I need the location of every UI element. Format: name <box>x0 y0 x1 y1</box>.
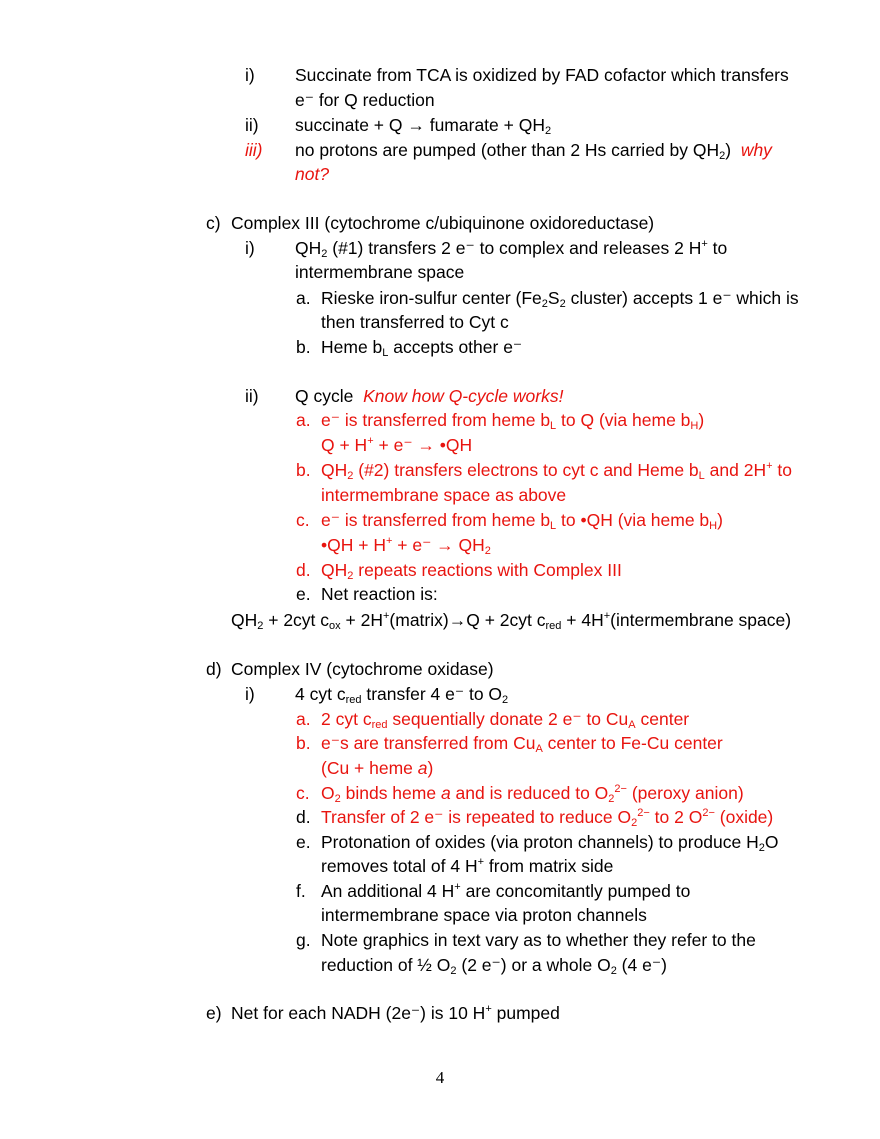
text-line: Protonation of oxides (via proton channe… <box>321 832 779 854</box>
list-marker: g. <box>296 930 311 950</box>
list-marker: ii) <box>245 386 259 406</box>
list-marker: iii) <box>245 140 263 160</box>
text-line: Q cycle Know how Q-cycle works! <box>295 386 564 406</box>
text-line: e⁻s are transferred from CuA center to F… <box>321 733 723 755</box>
text-line: reduction of ½ O2 (2 e⁻) or a whole O2 (… <box>321 955 667 977</box>
equation-line: •QH + H+ + e⁻ → QH2 <box>321 535 491 557</box>
question-note: why <box>740 140 772 160</box>
text-line: Succinate from TCA is oxidized by FAD co… <box>295 65 789 85</box>
emphasis-note: Know how Q-cycle works! <box>363 386 564 406</box>
net-reaction-equation: QH2 + 2cyt cox + 2H+(matrix)→Q + 2cyt cr… <box>231 610 792 632</box>
list-marker: e. <box>296 584 311 604</box>
text-line: Note graphics in text vary as to whether… <box>321 930 756 950</box>
list-marker: b. <box>296 733 311 753</box>
list-marker: b. <box>296 337 311 357</box>
list-marker: a. <box>296 288 311 308</box>
equation-line: succinate + Q → fumarate + QH2 <box>295 115 552 137</box>
text-line: then transferred to Cyt c <box>321 312 509 332</box>
list-marker: i) <box>245 238 255 258</box>
text-line: Transfer of 2 e⁻ is repeated to reduce O… <box>321 807 774 829</box>
text-line: 4 cyt cred transfer 4 e⁻ to O2 <box>295 684 509 706</box>
list-marker: d. <box>296 807 311 827</box>
list-marker: e. <box>296 832 311 852</box>
text-line: QH2 (#1) transfers 2 e⁻ to complex and r… <box>295 238 728 260</box>
text-line: Heme bL accepts other e⁻ <box>321 337 523 359</box>
text-line: intermembrane space via proton channels <box>321 905 647 925</box>
text-line: no protons are pumped (other than 2 Hs c… <box>295 140 772 162</box>
list-marker: d. <box>296 560 311 580</box>
list-marker: b. <box>296 460 311 480</box>
section-marker: e) <box>206 1003 222 1023</box>
text-line: removes total of 4 H+ from matrix side <box>321 856 614 876</box>
text-line: O2 binds heme a and is reduced to O22− (… <box>321 783 744 805</box>
list-marker: a. <box>296 410 311 430</box>
text-line: intermembrane space as above <box>321 485 567 505</box>
list-marker: c. <box>296 510 310 530</box>
list-marker: f. <box>296 881 306 901</box>
text-line: Net reaction is: <box>321 584 438 604</box>
list-marker: i) <box>245 65 255 85</box>
section-marker: d) <box>206 659 222 679</box>
list-marker: a. <box>296 709 311 729</box>
section-heading: Complex IV (cytochrome oxidase) <box>231 659 494 679</box>
text-line: An additional 4 H+ are concomitantly pum… <box>321 881 691 901</box>
text-line: intermembrane space <box>295 262 465 282</box>
list-marker: i) <box>245 684 255 704</box>
section-marker: c) <box>206 213 221 233</box>
text-line: QH2 (#2) transfers electrons to cyt c an… <box>321 460 792 482</box>
text-line: (Cu + heme a) <box>321 758 434 778</box>
list-marker: ii) <box>245 115 259 135</box>
equation-line: Q + H+ + e⁻ → •QH <box>321 435 473 455</box>
page-number: 4 <box>435 1068 445 1087</box>
text-line: 2 cyt cred sequentially donate 2 e⁻ to C… <box>321 709 690 731</box>
question-note: not? <box>295 164 330 184</box>
text-line: QH2 repeats reactions with Complex III <box>321 560 622 582</box>
section-heading: Complex III (cytochrome c/ubiquinone oxi… <box>231 213 655 233</box>
section-heading: Net for each NADH (2e⁻) is 10 H+ pumped <box>231 1003 560 1023</box>
list-marker: c. <box>296 783 310 803</box>
text-line: e⁻ is transferred from heme bL to •QH (v… <box>321 510 723 532</box>
text-line: e⁻ for Q reduction <box>295 90 435 110</box>
text-line: Rieske iron-sulfur center (Fe2S2 cluster… <box>321 288 799 310</box>
text-line: e⁻ is transferred from heme bL to Q (via… <box>321 410 705 432</box>
